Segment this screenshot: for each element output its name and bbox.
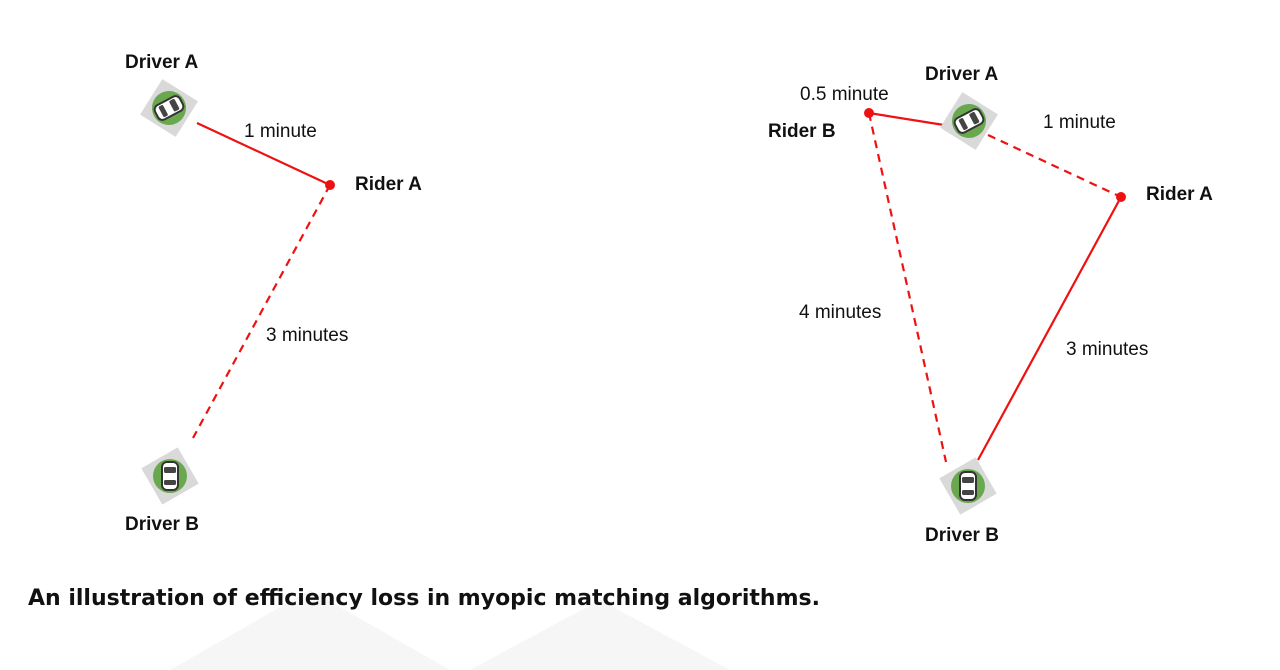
driver-a-label: Driver A bbox=[925, 64, 998, 85]
driver-b-car-icon bbox=[938, 456, 998, 516]
rider-a-label: Rider A bbox=[355, 174, 422, 195]
edge-driver-a-rider-a bbox=[987, 134, 1122, 198]
edge-label-0-5-minute: 0.5 minute bbox=[800, 84, 889, 105]
rider-a-dot bbox=[325, 180, 335, 190]
driver-b-label: Driver B bbox=[125, 514, 199, 535]
driver-b-car-icon bbox=[140, 446, 200, 506]
driver-b-label: Driver B bbox=[925, 525, 999, 546]
left-panel: Driver A Rider A Driver B 1 minute 3 min… bbox=[125, 52, 422, 535]
rider-a-label: Rider A bbox=[1146, 184, 1213, 205]
edge-label-1-minute: 1 minute bbox=[244, 121, 317, 142]
figure-caption: An illustration of efficiency loss in my… bbox=[28, 586, 820, 611]
driver-a-car-icon bbox=[929, 81, 1009, 161]
rider-a-dot bbox=[1116, 192, 1126, 202]
edge-label-4-minutes: 4 minutes bbox=[799, 302, 881, 323]
edge-driver-a-rider-a bbox=[196, 122, 331, 186]
driver-a-car-icon bbox=[129, 68, 209, 148]
watermark-chevron bbox=[470, 600, 730, 670]
rider-b-dot bbox=[864, 108, 874, 118]
edge-rider-a-driver-b bbox=[977, 196, 1122, 461]
right-panel: Driver A Rider A Rider B Driver B 0.5 mi… bbox=[768, 64, 1213, 546]
edge-label-3-minutes: 3 minutes bbox=[1066, 339, 1148, 360]
driver-a-label: Driver A bbox=[125, 52, 198, 73]
edge-label-1-minute: 1 minute bbox=[1043, 112, 1116, 133]
edge-label-3-minutes: 3 minutes bbox=[266, 325, 348, 346]
edge-rider-b-driver-a bbox=[868, 111, 945, 127]
edge-rider-a-driver-b bbox=[192, 184, 331, 439]
watermark-chevron bbox=[170, 590, 450, 670]
rider-b-label: Rider B bbox=[768, 121, 836, 142]
edge-rider-b-driver-b bbox=[867, 112, 948, 463]
